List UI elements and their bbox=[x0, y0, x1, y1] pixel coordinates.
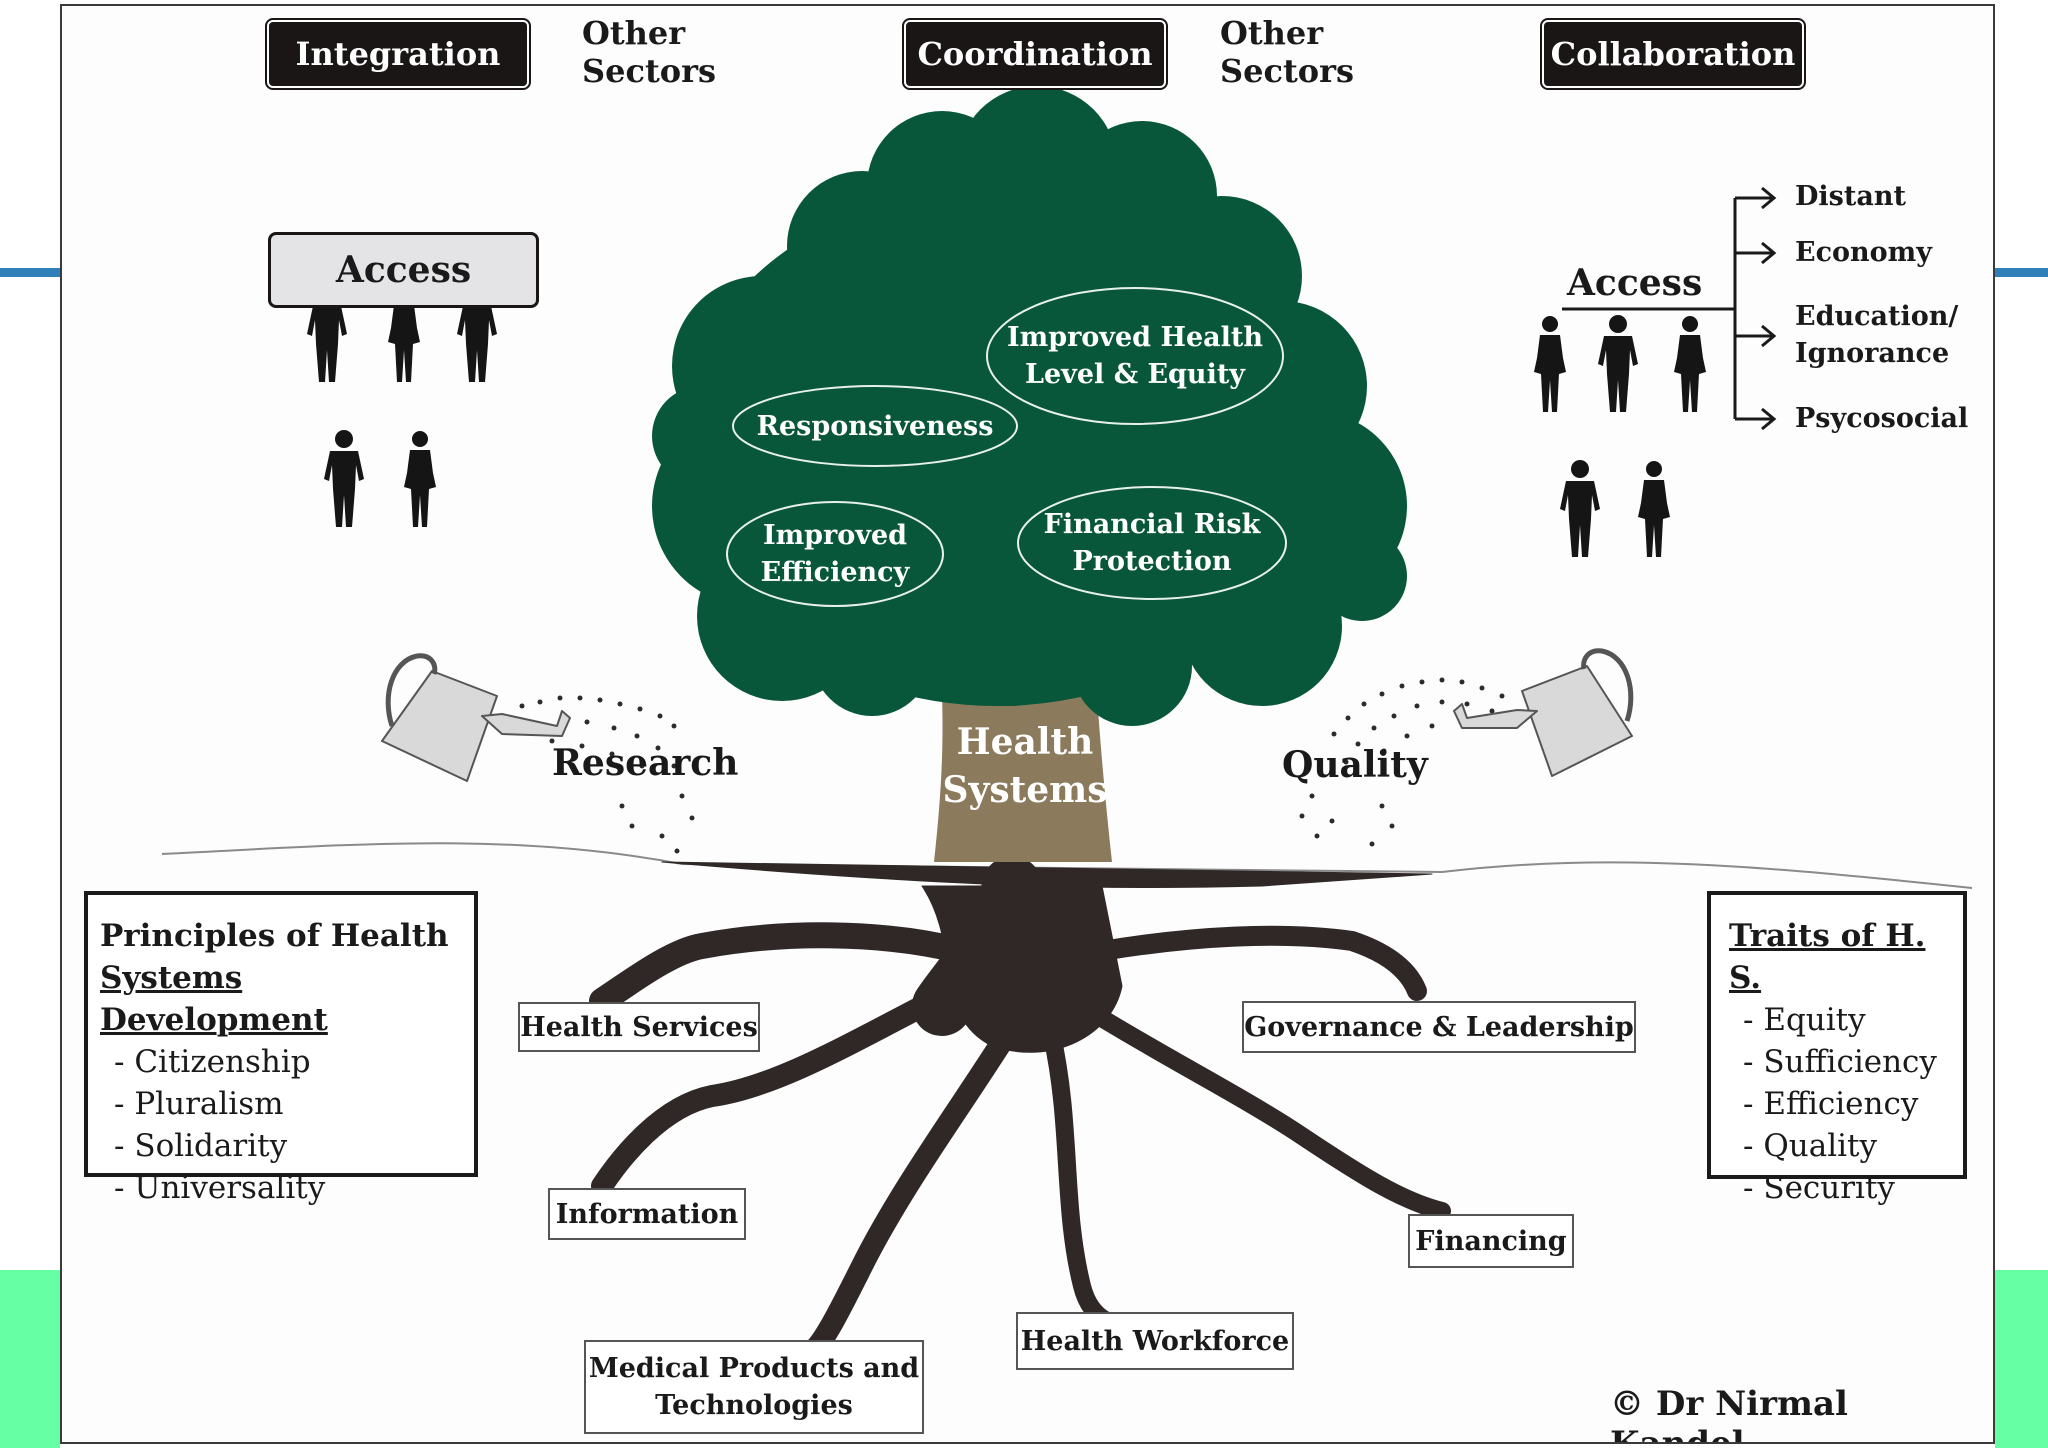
person-silhouette-icon bbox=[1534, 316, 1566, 412]
principles-item: - Universality bbox=[114, 1170, 326, 1206]
traits-box: Traits of H. S. - Equity - Sufficiency -… bbox=[1707, 891, 1967, 1206]
water-droplets-right bbox=[1299, 677, 1505, 847]
improved-efficiency-label: Improved Efficiency bbox=[760, 520, 910, 588]
access-item-economy: Economy bbox=[1795, 237, 1932, 268]
arrow-right-icon bbox=[1761, 186, 1777, 210]
access-item-psycosocial: Psycosocial bbox=[1795, 403, 1969, 434]
traits-item: - Sufficiency bbox=[1743, 1044, 1937, 1080]
root-health-services: Health Services bbox=[518, 1002, 760, 1052]
slide-accent-block-left bbox=[0, 1270, 60, 1448]
tree-roots bbox=[589, 856, 1451, 1362]
person-silhouette-icon bbox=[1598, 315, 1638, 412]
traits-title: Traits of H. S. bbox=[1729, 918, 1926, 996]
ground-line bbox=[161, 842, 1973, 889]
access-item-education: Education/ Ignorance bbox=[1795, 301, 1959, 369]
person-silhouette-icon bbox=[1560, 460, 1600, 557]
ellipse-improved-health bbox=[986, 287, 1284, 425]
traits-item: - Quality bbox=[1743, 1128, 1877, 1164]
other-sectors-label-2: Other Sectors bbox=[1220, 14, 1354, 90]
person-silhouette-icon bbox=[1638, 461, 1670, 557]
person-silhouette-icon bbox=[1674, 316, 1706, 412]
copyright-label: © Dr Nirmal Kandel bbox=[1610, 1384, 1848, 1444]
person-silhouette-icon-group-left bbox=[307, 285, 497, 527]
arrow-right-icon bbox=[1761, 241, 1777, 265]
principles-item: - Pluralism bbox=[114, 1086, 284, 1122]
other-sectors-label-1: Other Sectors bbox=[582, 14, 716, 90]
person-silhouette-icon bbox=[324, 430, 364, 527]
access-branch-connector bbox=[1562, 186, 1777, 431]
root-information: Information bbox=[548, 1188, 746, 1240]
access-box-left: Access bbox=[268, 232, 539, 308]
slide-accent-line-right bbox=[1995, 268, 2048, 277]
quality-label: Quality bbox=[1282, 744, 1428, 786]
diagram-frame: Integration Other Sectors Coordination O… bbox=[60, 4, 1995, 1444]
access-item-distant: Distant bbox=[1795, 181, 1906, 212]
collaboration-label: Collaboration bbox=[1540, 18, 1806, 90]
improved-health-label: Improved Health Level & Equity bbox=[1007, 322, 1263, 390]
principles-item: - Citizenship bbox=[114, 1044, 311, 1080]
traits-item: - Equity bbox=[1743, 1002, 1866, 1038]
principles-box: Principles of Health Systems Development… bbox=[84, 891, 478, 1206]
person-silhouette-icon-group-right bbox=[1534, 315, 1706, 557]
root-health-workforce: Health Workforce bbox=[1016, 1312, 1294, 1370]
ellipse-financial-risk bbox=[1017, 486, 1287, 600]
arrow-right-icon bbox=[1761, 407, 1777, 431]
watering-can-icon-left bbox=[381, 653, 571, 782]
traits-item: - Efficiency bbox=[1743, 1086, 1919, 1122]
person-silhouette-icon bbox=[404, 431, 436, 527]
financial-risk-label: Financial Risk Protection bbox=[1043, 509, 1261, 577]
root-medical-products: Medical Products and Technologies bbox=[584, 1340, 924, 1434]
slide-accent-line-left bbox=[0, 268, 60, 277]
root-financing: Financing bbox=[1408, 1214, 1574, 1268]
access-label-right: Access bbox=[1567, 262, 1703, 304]
arrow-right-icon bbox=[1761, 324, 1777, 348]
watering-can-icon-right bbox=[1453, 648, 1634, 777]
tree-illustration bbox=[161, 86, 1973, 1362]
tree-canopy bbox=[652, 86, 1407, 726]
coordination-label: Coordination bbox=[902, 18, 1168, 90]
health-systems-label: Health Systems bbox=[942, 721, 1108, 811]
principles-title-line1: Principles of Health bbox=[100, 918, 449, 954]
principles-item: - Solidarity bbox=[114, 1128, 288, 1164]
root-governance-leadership: Governance & Leadership bbox=[1242, 1001, 1636, 1053]
tree-trunk bbox=[934, 696, 1112, 862]
traits-item: - Security bbox=[1743, 1170, 1895, 1206]
research-label: Research bbox=[552, 742, 739, 784]
principles-title-line2: Systems Development bbox=[100, 960, 328, 1038]
ellipse-responsiveness bbox=[732, 385, 1018, 467]
ellipse-improved-efficiency bbox=[726, 501, 944, 607]
integration-label: Integration bbox=[265, 18, 531, 90]
slide-accent-block-right bbox=[1995, 1270, 2048, 1448]
responsiveness-label: Responsiveness bbox=[756, 410, 994, 442]
